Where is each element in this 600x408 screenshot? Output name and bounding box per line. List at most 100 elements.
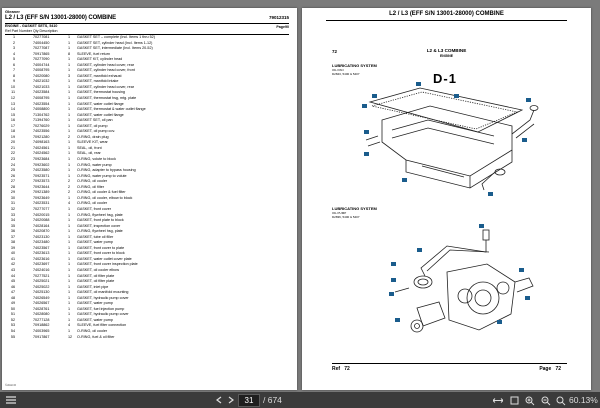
- part-description: GASKET, hydraulic pump cover: [77, 312, 129, 317]
- part-number: 74004744: [33, 62, 50, 67]
- part-number: 74020088: [33, 218, 50, 223]
- fit-width-icon[interactable]: [492, 394, 504, 406]
- part-description: O-RING, oil cooler & fuel filter: [77, 190, 126, 195]
- item-number: 37: [10, 234, 15, 239]
- part-number: 74023697: [33, 262, 50, 267]
- quantity: 3: [68, 73, 71, 78]
- columns-rule: [5, 34, 289, 35]
- part-number: 74023613: [33, 251, 50, 256]
- quantity: 1: [68, 306, 71, 311]
- part-number: 74025130: [33, 290, 50, 295]
- part-description: GASKET, cylinder head cover, front: [77, 68, 135, 73]
- item-number: 31: [10, 201, 15, 206]
- part-description: GASKET SET, cylinder head (Incl. Items 1…: [77, 40, 153, 45]
- item-number: 51: [10, 312, 15, 317]
- quantity: 1: [68, 273, 71, 278]
- quantity: 1: [68, 290, 71, 295]
- item-number: 45: [10, 279, 15, 284]
- item-number: 53: [10, 323, 15, 328]
- item-number: 27: [10, 179, 15, 184]
- item-number: 35: [10, 223, 15, 228]
- part-description: O-RING, flywheel hsg, plate: [77, 229, 123, 234]
- part-number: 70277077: [33, 206, 50, 211]
- page-number-input[interactable]: 31: [238, 394, 260, 407]
- section-b-sub2: D2836, 5400 & 5407: [332, 215, 360, 219]
- part-number: 74024016: [33, 267, 50, 272]
- item-number: 17: [10, 123, 15, 128]
- section-a-title: LUBRICATING SYSTEM: [332, 63, 377, 68]
- part-description: GASKET, thermostat hsg, mtg. plate: [77, 96, 137, 101]
- item-number: 12: [10, 96, 15, 101]
- quantity: 1: [68, 84, 71, 89]
- engine-subtitle: ENGINE: [440, 54, 453, 58]
- left-page: Gleaner L2 / L3 (EFF S/N 13001-28000) CO…: [2, 8, 297, 390]
- quantity: 1: [68, 96, 71, 101]
- previous-page-button[interactable]: [213, 394, 225, 406]
- part-number: 74023567: [33, 245, 50, 250]
- quantity: 1: [68, 173, 71, 178]
- zoom-in-icon[interactable]: [524, 394, 536, 406]
- quantity: 1: [68, 168, 71, 173]
- item-number: 47: [10, 290, 15, 295]
- part-number: 74024562: [33, 151, 50, 156]
- part-number: 70917867: [33, 334, 50, 339]
- page-count: / 674: [263, 395, 282, 405]
- part-description: O-RING, flywheel hsg, plate: [77, 212, 123, 217]
- zoom-level[interactable]: 60.13%: [569, 395, 598, 405]
- item-number: 14: [10, 107, 15, 112]
- item-number: 32: [10, 206, 15, 211]
- quantity: 1: [68, 212, 71, 217]
- part-description: SLEEVE, fuel filter connection: [77, 323, 127, 328]
- section-b-sub1: OIL PUMP: [332, 211, 347, 215]
- fit-page-icon[interactable]: [508, 394, 520, 406]
- part-number: 74098163: [33, 140, 50, 145]
- menu-icon[interactable]: [4, 394, 18, 406]
- part-number: 70923644: [33, 184, 50, 189]
- part-description: GASKET, front cover to plate: [77, 245, 125, 250]
- item-number: 29: [10, 190, 15, 195]
- part-description: SLEEVE, fuel return: [77, 51, 111, 56]
- part-number: 74021032: [33, 79, 50, 84]
- part-description: GASKET, front plate to block: [77, 218, 124, 223]
- part-number: 70277087: [33, 46, 50, 51]
- copyright: ©AGCO: [5, 383, 17, 387]
- part-number: 70921389: [33, 190, 50, 195]
- item-number: 48: [10, 295, 15, 300]
- quantity: 1: [68, 256, 71, 261]
- next-page-button[interactable]: [225, 394, 237, 406]
- part-description: GASKET, thermostat & water outlet flange: [77, 107, 146, 112]
- item-number: 46: [10, 284, 15, 289]
- part-description: O-RING, oil cooler: [77, 328, 108, 333]
- part-number: 74008800: [33, 107, 50, 112]
- quantity: 1: [68, 223, 71, 228]
- oil-pan-diagram: [362, 82, 539, 196]
- item-number: 22: [10, 151, 15, 156]
- zoom-select-icon[interactable]: [555, 394, 567, 406]
- part-number: 74020080: [33, 73, 50, 78]
- quantity: 1: [68, 57, 71, 62]
- part-number: 71304762: [33, 112, 50, 117]
- item-number: 21: [10, 145, 15, 150]
- part-number: 74023480: [33, 240, 50, 245]
- right-page: L2 / L3 (EFF S/N 13001-28000) COMBINE 72…: [302, 8, 591, 390]
- part-description: O-RING, volute to block: [77, 157, 116, 162]
- brand-name: Gleaner: [5, 9, 20, 14]
- zoom-out-icon[interactable]: [540, 394, 552, 406]
- part-number: 70923649: [33, 195, 50, 200]
- part-number: 74024561: [33, 145, 50, 150]
